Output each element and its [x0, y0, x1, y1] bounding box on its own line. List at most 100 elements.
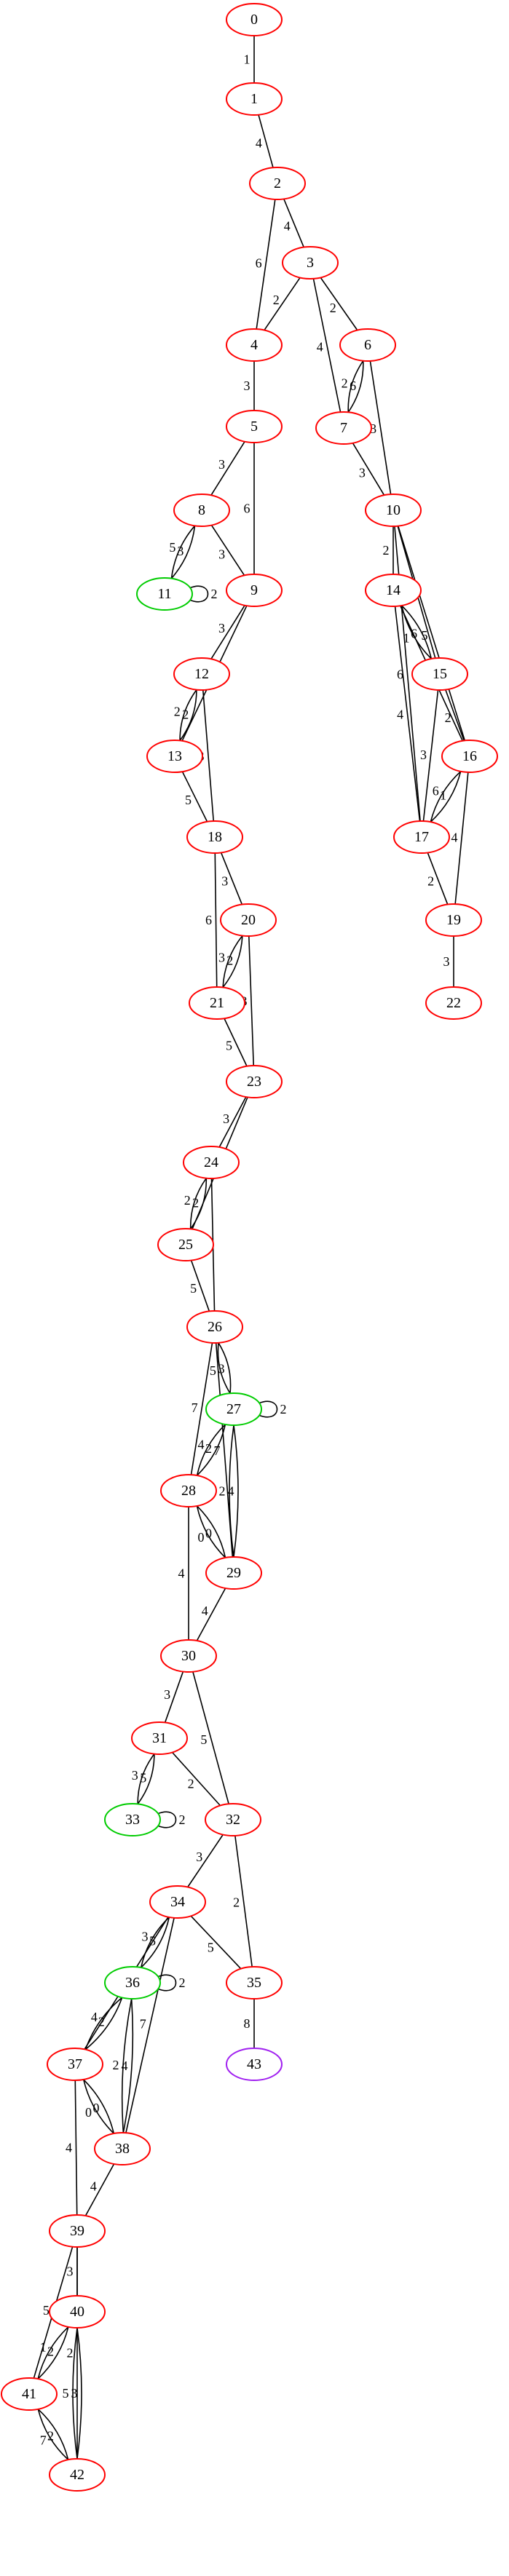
- node-label: 14: [386, 582, 401, 598]
- node-label: 33: [125, 1812, 140, 1828]
- edge-weight-label: 2: [174, 705, 181, 719]
- edge-weight-label: 5: [185, 793, 192, 807]
- node-ellipse: [146, 740, 203, 773]
- node-label: 37: [68, 2056, 82, 2072]
- node-ellipse: [226, 328, 283, 362]
- edge-weight-label: 4: [202, 1604, 208, 1618]
- edge-14-17-31: [394, 606, 421, 822]
- edge-weight-label: 3: [359, 466, 366, 480]
- edge-weight-label: 6: [205, 913, 212, 927]
- node-label: 1: [250, 91, 258, 107]
- node-label: 23: [247, 1074, 261, 1090]
- node-ellipse: [205, 1392, 262, 1426]
- node-ellipse: [205, 1556, 262, 1590]
- edge-18-20-39: [220, 852, 243, 905]
- node-ellipse: [173, 657, 230, 691]
- node-label: 3: [307, 255, 314, 271]
- edge-weight-label: 3: [164, 1687, 170, 1702]
- node-ellipse: [160, 1474, 217, 1507]
- edge-weight-label: 0: [205, 1526, 212, 1540]
- edge-16-17-34: [430, 771, 462, 823]
- node-label: 7: [340, 420, 347, 436]
- edge-weight-label: 5: [63, 2386, 69, 2401]
- node-ellipse: [425, 986, 482, 1020]
- edge-weight-label: 3: [218, 1361, 225, 1376]
- edge-weight-label: 4: [256, 136, 262, 151]
- edge-32-35-71: [234, 1835, 253, 1967]
- edge-weight-label: 4: [122, 2058, 128, 2073]
- node-37: 37: [47, 2048, 103, 2081]
- edge-weight-label: 4: [198, 1437, 205, 1451]
- edge-weight-label: 2: [342, 376, 348, 391]
- node-2: 2: [249, 167, 306, 200]
- edge-40-41-90: [37, 2326, 69, 2379]
- edge-30-31-64: [164, 1671, 184, 1723]
- edge-weight-label: 3: [244, 379, 250, 393]
- edge-weight-label: 2: [179, 1975, 186, 1990]
- edge-1-2-1: [258, 114, 274, 168]
- node-0: 0: [226, 3, 283, 36]
- edge-weight-label: 6: [350, 379, 356, 393]
- edge-38-39-85: [84, 2163, 115, 2216]
- node-43: 43: [226, 2048, 283, 2081]
- node-label: 4: [250, 337, 258, 353]
- node-25: 25: [157, 1228, 214, 1261]
- edge-weight-label: 2: [113, 2058, 119, 2072]
- edge-18-21-40: [214, 852, 218, 988]
- node-label: 16: [462, 748, 477, 764]
- node-11: 11: [136, 577, 193, 611]
- edge-10-17-27: [394, 526, 421, 822]
- edge-40-42-92: [76, 2327, 82, 2460]
- node-label: 21: [210, 995, 224, 1011]
- edge-30-32-65: [192, 1671, 229, 1804]
- edge-weight-label: 5: [169, 540, 175, 555]
- edge-weight-label: 1: [403, 630, 410, 645]
- edge-weight-label: 1: [40, 2339, 47, 2354]
- node-label: 29: [226, 1565, 241, 1581]
- node-label: 28: [181, 1483, 196, 1499]
- edge-6-10-10: [369, 360, 392, 495]
- node-ellipse: [104, 1803, 161, 1836]
- edge-weight-label: 4: [90, 2179, 97, 2194]
- node-ellipse: [186, 1310, 243, 1344]
- edge-weight-label: 3: [218, 547, 225, 561]
- edge-7-10-11: [352, 443, 385, 496]
- edge-37-39-84: [74, 2080, 78, 2216]
- edge-weight-label: 3: [177, 544, 184, 558]
- edge-weight-label: 1: [244, 52, 250, 67]
- node-ellipse: [47, 2048, 103, 2081]
- edge-weight-label: 5: [210, 1363, 216, 1378]
- edge-weight-label: 2: [383, 543, 390, 558]
- edge-weight-label: 2: [233, 1895, 240, 1909]
- node-ellipse: [186, 820, 243, 854]
- node-ellipse: [365, 574, 422, 607]
- edge-weight-label: 2: [427, 874, 434, 889]
- node-ellipse: [183, 1146, 240, 1179]
- node-3: 3: [282, 246, 339, 280]
- edge-weight-label: 2: [330, 301, 336, 315]
- edge-weight-label: 0: [85, 2105, 92, 2120]
- edge-41-42-95: [37, 2409, 69, 2460]
- edge-20-21-41: [222, 935, 243, 988]
- edge-27-27-55: [258, 1400, 278, 1418]
- edge-weight-label: 3: [67, 2264, 74, 2279]
- edge-27-29-58: [233, 1424, 239, 1558]
- node-26: 26: [186, 1310, 243, 1344]
- node-ellipse: [393, 820, 450, 854]
- edge-weight-label: 5: [190, 1281, 197, 1296]
- edge-29-30-63: [196, 1588, 226, 1641]
- node-42: 42: [49, 2458, 106, 2492]
- node-15: 15: [411, 657, 468, 691]
- edge-weight-label: 2: [280, 1402, 287, 1416]
- edge-12-13-20: [179, 689, 197, 741]
- edge-weight-label: 4: [66, 2141, 72, 2155]
- edge-11-11-17: [189, 585, 209, 603]
- node-21: 21: [189, 986, 245, 1020]
- edge-20-23-43: [248, 935, 255, 1066]
- edge-weight-label: 3: [218, 457, 225, 472]
- node-label: 42: [70, 2467, 84, 2483]
- node-29: 29: [205, 1556, 262, 1590]
- edge-40-41-91: [37, 2326, 69, 2379]
- edge-34-38-76: [125, 1917, 175, 2133]
- edge-weight-label: 2: [188, 1777, 194, 1791]
